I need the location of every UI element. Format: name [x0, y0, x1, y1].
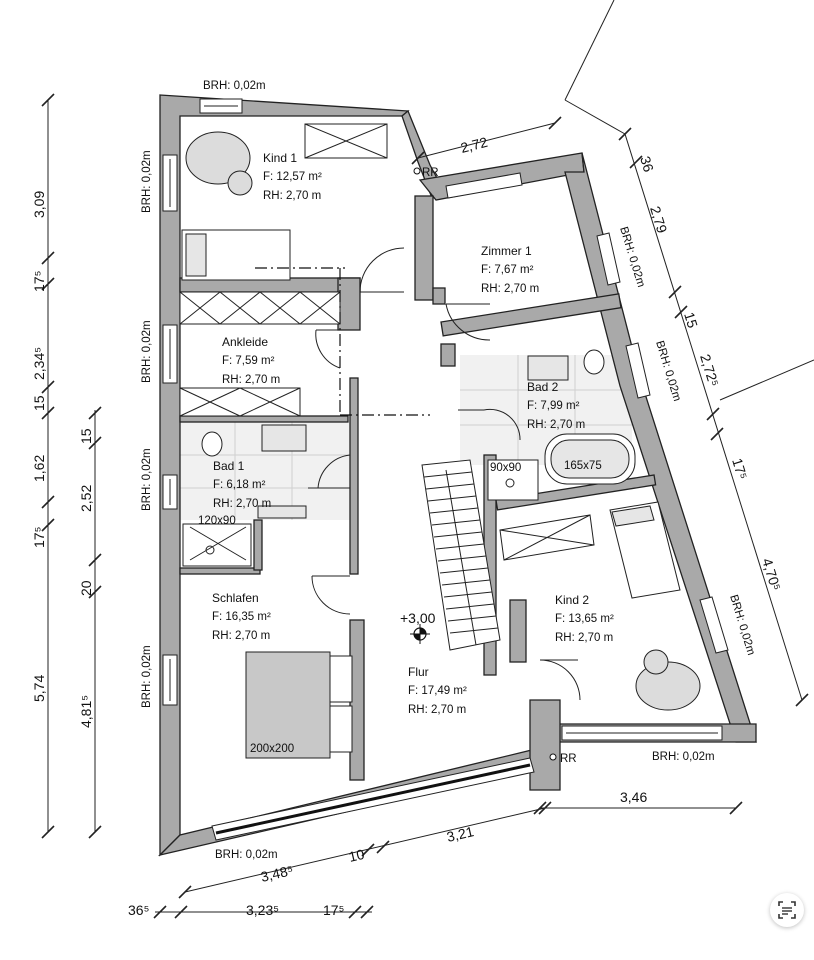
room-bad2: Bad 2 F: 7,99 m² RH: 2,70 m	[527, 380, 585, 431]
svg-text:17⁵: 17⁵	[31, 271, 47, 292]
svg-text:2,72⁵: 2,72⁵	[697, 352, 722, 388]
svg-text:3,46: 3,46	[620, 789, 647, 805]
dash-dot-lines	[255, 267, 430, 416]
svg-text:17⁵: 17⁵	[323, 902, 344, 918]
svg-text:2,34⁵: 2,34⁵	[31, 347, 47, 380]
svg-text:RH: 2,70 m: RH: 2,70 m	[527, 419, 585, 431]
svg-text:F: 12,57 m²: F: 12,57 m²	[263, 171, 322, 183]
room-ankleide: Ankleide F: 7,59 m² RH: 2,70 m	[222, 335, 280, 386]
svg-text:20: 20	[78, 580, 94, 596]
svg-text:RH: 2,70 m: RH: 2,70 m	[263, 190, 321, 202]
svg-text:3,21: 3,21	[445, 823, 475, 845]
svg-text:2,79: 2,79	[647, 204, 670, 235]
svg-text:RH: 2,70 m: RH: 2,70 m	[481, 283, 539, 295]
brh-label-bad2: BRH: 0,02m	[653, 339, 683, 402]
bathtub-label: 165x75	[564, 460, 602, 472]
svg-text:F: 7,99 m²: F: 7,99 m²	[527, 400, 580, 412]
rr-label-top: RR	[422, 167, 439, 179]
furniture	[181, 131, 701, 759]
svg-text:4,81⁵: 4,81⁵	[78, 695, 94, 728]
room-kind1: Kind 1 F: 12,57 m² RH: 2,70 m	[263, 151, 322, 202]
svg-text:10: 10	[347, 846, 366, 865]
room-kind2: Kind 2 F: 13,65 m² RH: 2,70 m	[555, 593, 614, 644]
brh-label-ankleide: BRH: 0,02m	[141, 320, 153, 383]
svg-text:F: 13,65 m²: F: 13,65 m²	[555, 613, 614, 625]
svg-text:Zimmer 1: Zimmer 1	[481, 244, 532, 258]
svg-text:F: 6,18 m²: F: 6,18 m²	[213, 479, 266, 491]
shower2-label: 90x90	[490, 462, 521, 474]
svg-text:Schlafen: Schlafen	[212, 591, 259, 605]
brh-label-bad1: BRH: 0,02m	[141, 448, 153, 511]
rr-label-bottom: RR	[560, 753, 577, 765]
interior-walls	[179, 195, 657, 781]
scan-text-icon	[778, 901, 796, 919]
svg-text:15: 15	[31, 395, 47, 411]
svg-text:F: 17,49 m²: F: 17,49 m²	[408, 685, 467, 697]
svg-text:Ankleide: Ankleide	[222, 335, 268, 349]
brh-label-bottom: BRH: 0,02m	[215, 849, 278, 861]
svg-text:5,74: 5,74	[31, 675, 47, 702]
svg-text:2,72: 2,72	[459, 134, 490, 156]
svg-text:17⁵: 17⁵	[729, 456, 751, 481]
svg-text:Flur: Flur	[408, 665, 429, 679]
svg-text:RH: 2,70 m: RH: 2,70 m	[212, 630, 270, 642]
svg-text:F: 16,35 m²: F: 16,35 m²	[212, 611, 271, 623]
svg-text:15: 15	[78, 428, 94, 444]
brh-label-top: BRH: 0,02m	[203, 80, 266, 92]
svg-text:Kind 1: Kind 1	[263, 151, 297, 165]
svg-text:36: 36	[637, 154, 657, 174]
wardrobes	[179, 123, 595, 561]
svg-text:RH: 2,70 m: RH: 2,70 m	[408, 704, 466, 716]
brh-label-kind1: BRH: 0,02m	[141, 150, 153, 213]
doors	[308, 247, 581, 701]
room-zimmer1: Zimmer 1 F: 7,67 m² RH: 2,70 m	[481, 244, 539, 295]
svg-text:RH: 2,70 m: RH: 2,70 m	[213, 498, 271, 510]
svg-text:F: 7,59 m²: F: 7,59 m²	[222, 355, 275, 367]
room-flur: Flur F: 17,49 m² RH: 2,70 m	[408, 665, 467, 716]
level-mark: +3,00	[400, 610, 436, 626]
bed-label: 200x200	[250, 743, 294, 755]
svg-text:1,62: 1,62	[31, 455, 47, 482]
svg-text:RH: 2,70 m: RH: 2,70 m	[555, 632, 613, 644]
brh-label-kind2: BRH: 0,02m	[727, 593, 757, 656]
room-bad1: Bad 1 F: 6,18 m² RH: 2,70 m	[213, 459, 271, 510]
windows	[162, 98, 729, 841]
brh-label-schlafen: BRH: 0,02m	[141, 645, 153, 708]
svg-text:Bad 2: Bad 2	[527, 380, 559, 394]
svg-text:RH: 2,70 m: RH: 2,70 m	[222, 374, 280, 386]
scan-text-button[interactable]	[770, 893, 804, 927]
svg-text:3,48⁵: 3,48⁵	[259, 862, 295, 885]
brh-label-zimmer1: BRH: 0,02m	[617, 225, 647, 288]
svg-text:15: 15	[681, 310, 701, 330]
level-symbol	[410, 624, 430, 644]
svg-text:2,52: 2,52	[78, 485, 94, 512]
room-schlafen: Schlafen F: 16,35 m² RH: 2,70 m	[212, 591, 271, 642]
staircase	[421, 459, 501, 651]
dimension-lines	[41, 0, 814, 919]
svg-text:36⁵: 36⁵	[128, 902, 149, 918]
shower1-label: 120x90	[198, 515, 236, 527]
svg-text:Kind 2: Kind 2	[555, 593, 589, 607]
brh-label-bottom-right: BRH: 0,02m	[652, 751, 715, 763]
svg-text:F: 7,67 m²: F: 7,67 m²	[481, 264, 534, 276]
svg-text:17⁵: 17⁵	[31, 527, 47, 548]
svg-text:3,09: 3,09	[31, 191, 47, 218]
svg-text:3,23⁵: 3,23⁵	[246, 902, 279, 918]
svg-text:Bad 1: Bad 1	[213, 459, 245, 473]
